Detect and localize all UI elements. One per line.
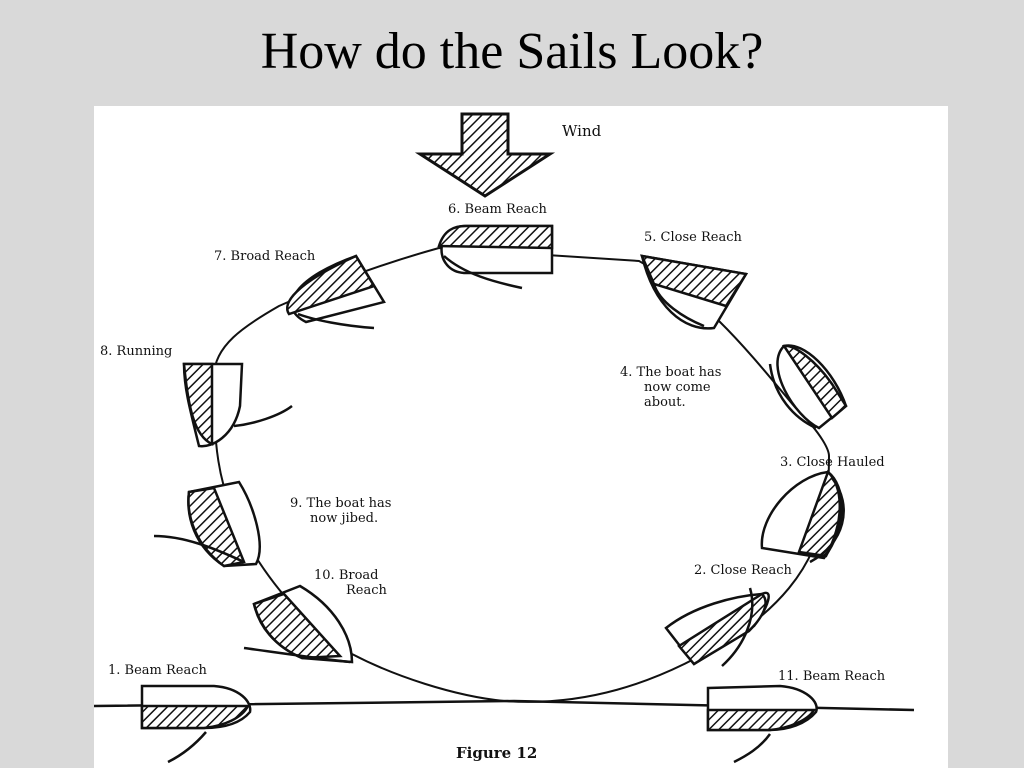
label-5: 5. Close Reach — [644, 230, 742, 245]
wind-arrow-icon — [414, 112, 556, 198]
boat-3-close-hauled — [760, 469, 845, 564]
label-1: 1. Beam Reach — [108, 663, 207, 678]
boat-4-come-about — [768, 344, 848, 430]
boat-11-beam-reach — [706, 684, 818, 764]
boat-5-close-reach — [639, 254, 749, 330]
label-2: 2. Close Reach — [694, 563, 792, 578]
label-4: 4. The boat has now come about. — [620, 365, 722, 410]
label-8: 8. Running — [100, 344, 173, 359]
label-9: 9. The boat has now jibed. — [290, 496, 392, 526]
boat-6-beam-reach — [437, 224, 554, 290]
boat-1-beam-reach — [140, 684, 252, 764]
boat-9-jibed — [153, 480, 261, 568]
figure-caption: Figure 12 — [456, 744, 538, 762]
course-path — [94, 246, 915, 712]
wind-label: Wind — [562, 122, 602, 140]
label-6: 6. Beam Reach — [448, 202, 547, 217]
boat-2-close-reach — [664, 587, 770, 667]
label-10: 10. Broad Reach — [314, 568, 387, 598]
label-7: 7. Broad Reach — [214, 249, 316, 264]
boat-7-broad-reach — [286, 254, 386, 330]
points-of-sail-diagram — [94, 112, 915, 764]
boat-8-running — [182, 362, 293, 448]
slide-title: How do the Sails Look? — [260, 23, 764, 80]
label-11: 11. Beam Reach — [778, 669, 886, 684]
figure-panel: Wind 6. Beam Reach 5. Close Reach 7. Bro… — [94, 106, 948, 768]
label-3: 3. Close Hauled — [780, 455, 885, 470]
boat-10-broad-reach — [243, 584, 354, 664]
